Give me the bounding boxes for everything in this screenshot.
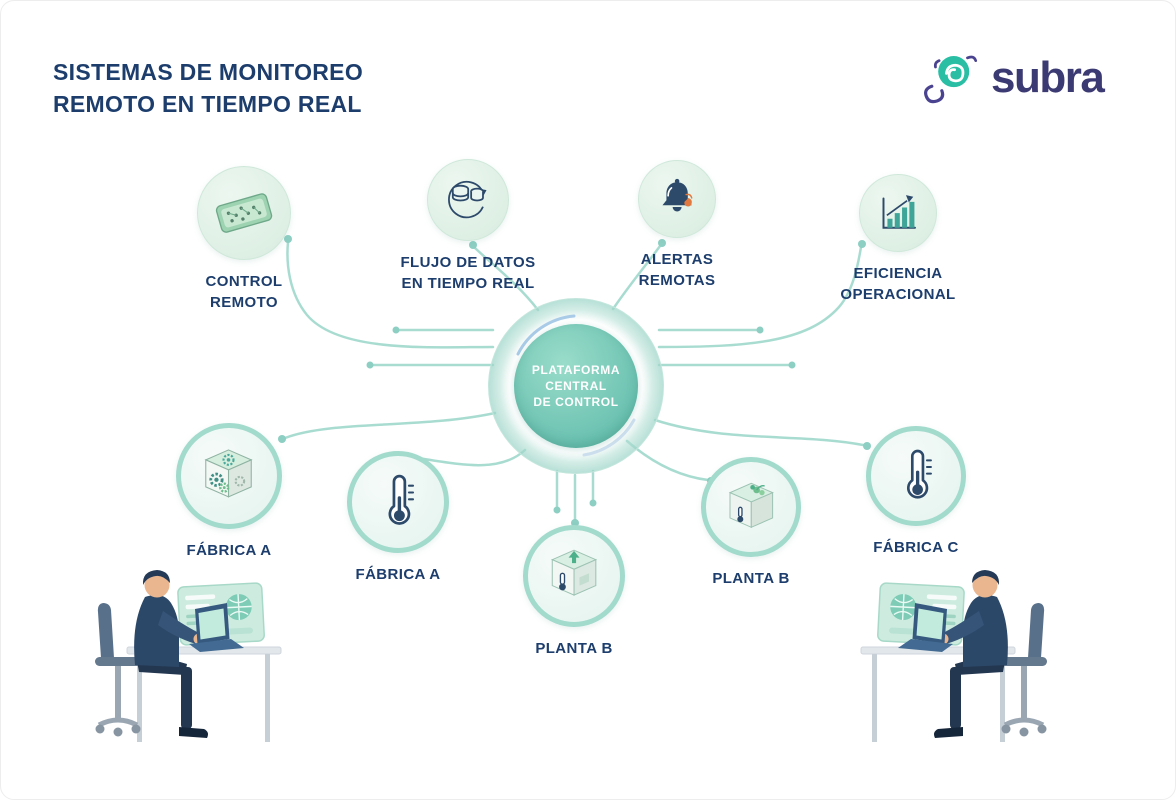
sensor-cube-icon — [550, 549, 598, 596]
flujo-datos-bubble — [427, 159, 509, 241]
subra-logo: subra — [919, 49, 1105, 107]
subra-logo-icon — [924, 55, 978, 104]
node-label: CONTROL REMOTO — [205, 273, 283, 311]
office-chair — [95, 603, 145, 737]
fabrica-c-bubble — [866, 426, 966, 526]
eficiencia-bubble — [859, 174, 937, 252]
node-fabrica-a-maquina: FÁBRICA A — [124, 423, 334, 561]
node-planta-b-caja: PLANTA B — [646, 457, 856, 589]
thermometer-icon — [388, 474, 414, 525]
machine-cube-icon — [204, 449, 254, 499]
node-alertas-remotas: ALERTAS REMOTAS — [572, 160, 782, 291]
node-control-remoto: CONTROL REMOTO — [139, 166, 349, 313]
fabrica-a-termometro-bubble — [347, 451, 449, 553]
page-title: SISTEMAS DE MONITOREO REMOTO EN TIEMPO R… — [53, 56, 363, 120]
node-label: FÁBRICA A — [355, 566, 441, 583]
title-line-1: SISTEMAS DE MONITOREO — [53, 59, 364, 85]
hub-core: PLATAFORMA CENTRAL DE CONTROL — [514, 324, 638, 448]
node-label: ALERTAS REMOTAS — [638, 251, 716, 289]
alertas-bubble — [638, 160, 716, 238]
operator-right-illustration — [857, 553, 1049, 745]
office-chair — [997, 603, 1047, 737]
hub-label: PLATAFORMA CENTRAL DE CONTROL — [531, 363, 621, 409]
operator-person — [134, 570, 208, 738]
bar-chart-icon — [882, 194, 916, 229]
node-eficiencia: EFICIENCIA OPERACIONAL — [793, 174, 1003, 305]
node-label: FÁBRICA A — [186, 542, 272, 559]
thermometer-icon — [906, 449, 932, 499]
laptop — [898, 603, 953, 652]
laptop — [189, 603, 244, 652]
node-flujo-datos: FLUJO DE DATOS EN TIEMPO REAL — [363, 159, 573, 294]
node-planta-b-sensor: PLANTA B — [469, 525, 679, 659]
planta-b-sensor-bubble — [523, 525, 625, 627]
circuit-board-icon — [215, 193, 273, 233]
plant-cube-icon — [728, 482, 774, 528]
node-label: EFICIENCIA OPERACIONAL — [840, 265, 956, 303]
planta-b-caja-bubble — [701, 457, 801, 557]
subra-logo-text: subra — [991, 53, 1105, 102]
title-line-2: REMOTO EN TIEMPO REAL — [53, 91, 362, 117]
database-sync-icon — [448, 181, 487, 219]
hub-decoration — [516, 314, 636, 457]
fabrica-a-maquina-bubble — [176, 423, 282, 529]
operator-left-illustration — [93, 553, 285, 745]
control-remoto-bubble — [197, 166, 291, 260]
alert-bell-icon — [662, 178, 693, 212]
node-label: PLANTA B — [535, 640, 613, 657]
node-label: PLANTA B — [712, 570, 790, 587]
central-hub: PLATAFORMA CENTRAL DE CONTROL — [488, 298, 664, 474]
node-fabrica-c: FÁBRICA C — [811, 426, 1021, 558]
node-label: FLUJO DE DATOS EN TIEMPO REAL — [400, 254, 536, 292]
node-label: FÁBRICA C — [873, 539, 959, 556]
node-fabrica-a-termometro: FÁBRICA A — [293, 451, 503, 585]
